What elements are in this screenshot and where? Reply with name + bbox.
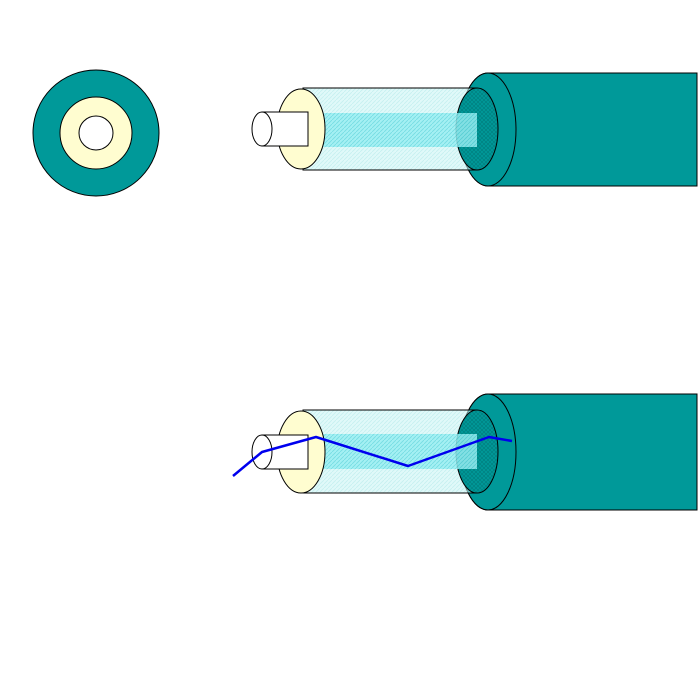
fiber-light-propagation [232, 393, 698, 511]
core-circle [78, 115, 114, 151]
fiber-layered-view [251, 72, 698, 187]
core-band [303, 113, 477, 147]
light-ray [232, 435, 513, 477]
core-tip-face [251, 111, 273, 147]
fiber-cross-section [32, 69, 160, 197]
